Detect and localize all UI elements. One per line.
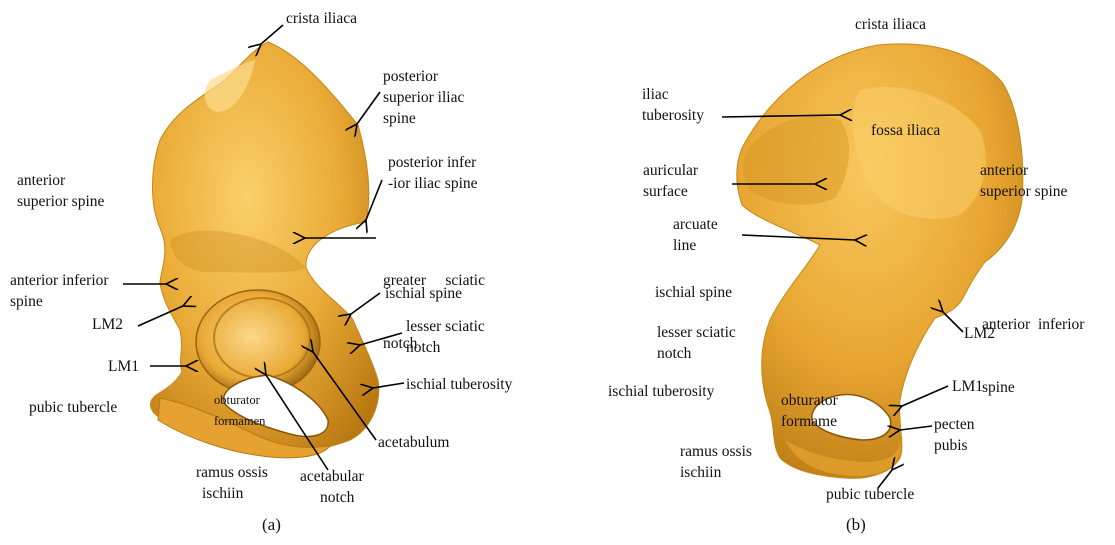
- arrow-b-lm2: [943, 312, 963, 332]
- label-b-ischial-tuberosity: ischial tuberosity: [608, 381, 714, 402]
- label-b-obturator-formame: obturator formame: [781, 390, 838, 432]
- label-b-lm1: LM1: [952, 376, 983, 397]
- label-a-ramus-ossis-ischiin: ramus ossis ischiin: [196, 462, 268, 504]
- label-b-auricular-surface: auricular surface: [643, 160, 698, 202]
- caption-b: (b): [846, 514, 866, 535]
- label-a-anterior-inferior-spine: anterior inferior spine: [10, 270, 109, 312]
- arrow-a-post-sup-iliac-spine: [357, 92, 380, 124]
- label-a-lesser-sciatic-notch: lesser sciatic notch: [406, 316, 485, 358]
- arrow-a-ischial-spine: [351, 293, 380, 314]
- label-a-ischial-spine: ischial spine: [385, 283, 462, 304]
- label-b-pubic-tubercle: pubic tubercle: [826, 484, 914, 505]
- label-a-acetabulum: acetabulum: [378, 432, 449, 453]
- label-a-greater-sciatic-notch: greater sciatic notch: [383, 228, 485, 396]
- label-b-lm2: LM2: [964, 323, 995, 344]
- label-b-iliac-tuberosity: iliac tuberosity: [642, 84, 704, 126]
- arrow-b-pecten-pubis: [900, 426, 932, 430]
- label-a-anterior-superior-spine: anterior superior spine: [17, 170, 104, 212]
- label-b-anterior-superior-spine: anterior superior spine: [980, 160, 1067, 202]
- bone-b: [737, 44, 1023, 478]
- label-b-lesser-sciatic-notch: lesser sciatic notch: [657, 322, 736, 364]
- label-b-ischial-spine: ischial spine: [655, 282, 732, 303]
- label-a-ischial-tuberosity: ischial tuberosity: [406, 374, 512, 395]
- label-a-obturator-formamen: obturator formamen: [214, 393, 265, 429]
- label-b-anterior-inferior-spine: anterior inferior spine: [982, 272, 1084, 440]
- arrow-b-lm1: [902, 386, 948, 406]
- label-b-pecten-pubis: pecten pubis: [934, 414, 974, 456]
- label-b-fossa-iliaca: fossa iliaca: [871, 120, 940, 141]
- label-b-crista-iliaca: crista iliaca: [855, 14, 926, 35]
- label-a-lm1: LM1: [108, 356, 139, 377]
- arrow-a-crista-iliaca: [261, 25, 283, 44]
- label-a-posterior-superior-iliac-spine: posterior superior iliac spine: [383, 66, 464, 129]
- label-a-pubic-tubercle: pubic tubercle: [29, 397, 117, 418]
- label-a-acetabular-notch: acetabular notch: [300, 466, 364, 508]
- label-b-arcuate-line: arcuate line: [673, 214, 718, 256]
- label-a-posterior-inferior-iliac-spine: posterior infer -ior iliac spine: [388, 152, 478, 194]
- caption-a: (a): [262, 514, 281, 535]
- label-a-lm2: LM2: [92, 314, 123, 335]
- label-b-ramus-ossis-ischiin: ramus ossis ischiin: [680, 441, 752, 483]
- label-a-crista-iliaca: crista iliaca: [286, 8, 357, 29]
